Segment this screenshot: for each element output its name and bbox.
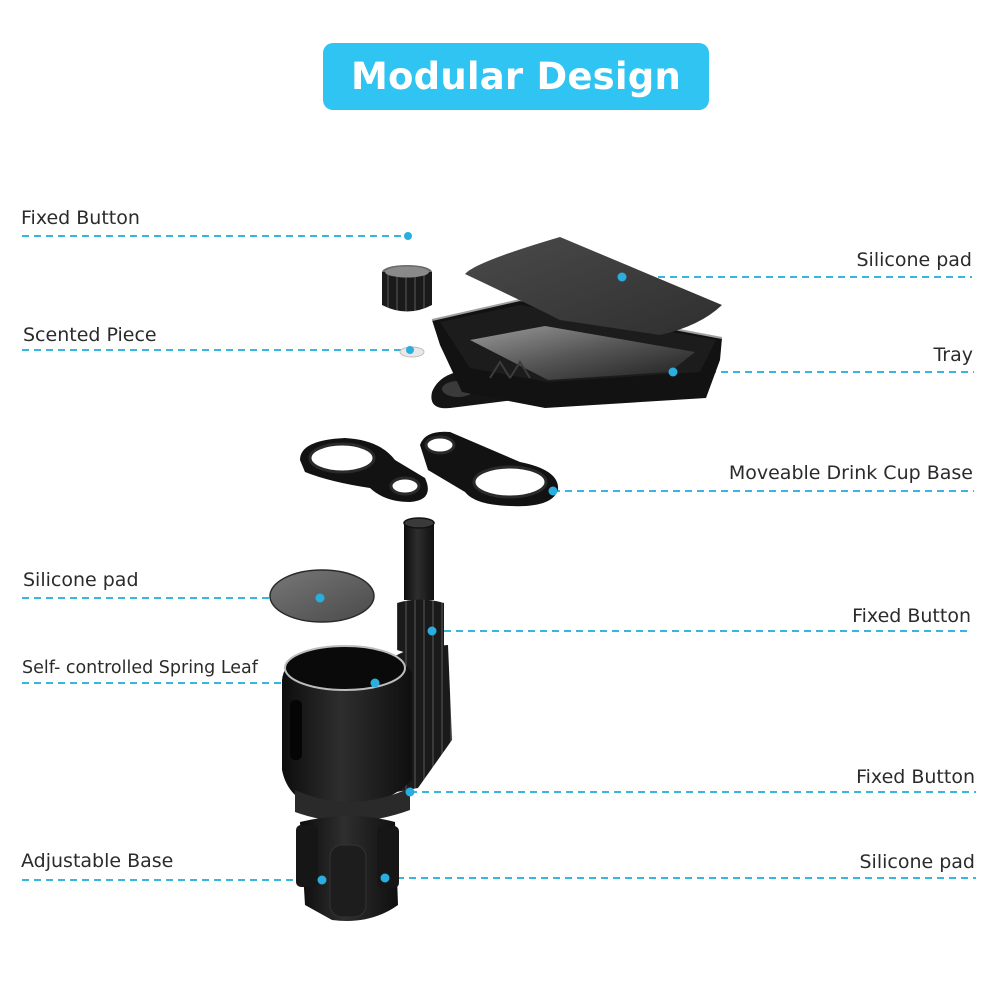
label-fixed-button-collar: Fixed Button [856, 766, 975, 788]
page-title: Modular Design [351, 55, 681, 98]
cup-ring-right-part [420, 431, 559, 507]
tray-part [431, 237, 723, 409]
label-spring-leaf: Self- controlled Spring Leaf [22, 658, 258, 678]
top-knob-part [382, 265, 432, 312]
label-silicone-pad-tray: Silicone pad [856, 249, 972, 271]
label-tray: Tray [933, 344, 973, 366]
callout-dots [315, 232, 678, 885]
label-scented-piece: Scented Piece [23, 324, 157, 346]
label-fixed-button-stem: Fixed Button [852, 605, 971, 627]
label-adjustable-base: Adjustable Base [21, 850, 174, 872]
label-cup-base: Moveable Drink Cup Base [728, 462, 973, 484]
label-silicone-pad-base: Silicone pad [859, 851, 975, 873]
label-fixed-button-top: Fixed Button [21, 207, 140, 229]
title-banner: Modular Design [323, 43, 709, 110]
cup-ring-left-part [300, 438, 428, 502]
label-silicone-pad-round: Silicone pad [23, 569, 139, 591]
cup-holder-body-part [282, 517, 452, 921]
